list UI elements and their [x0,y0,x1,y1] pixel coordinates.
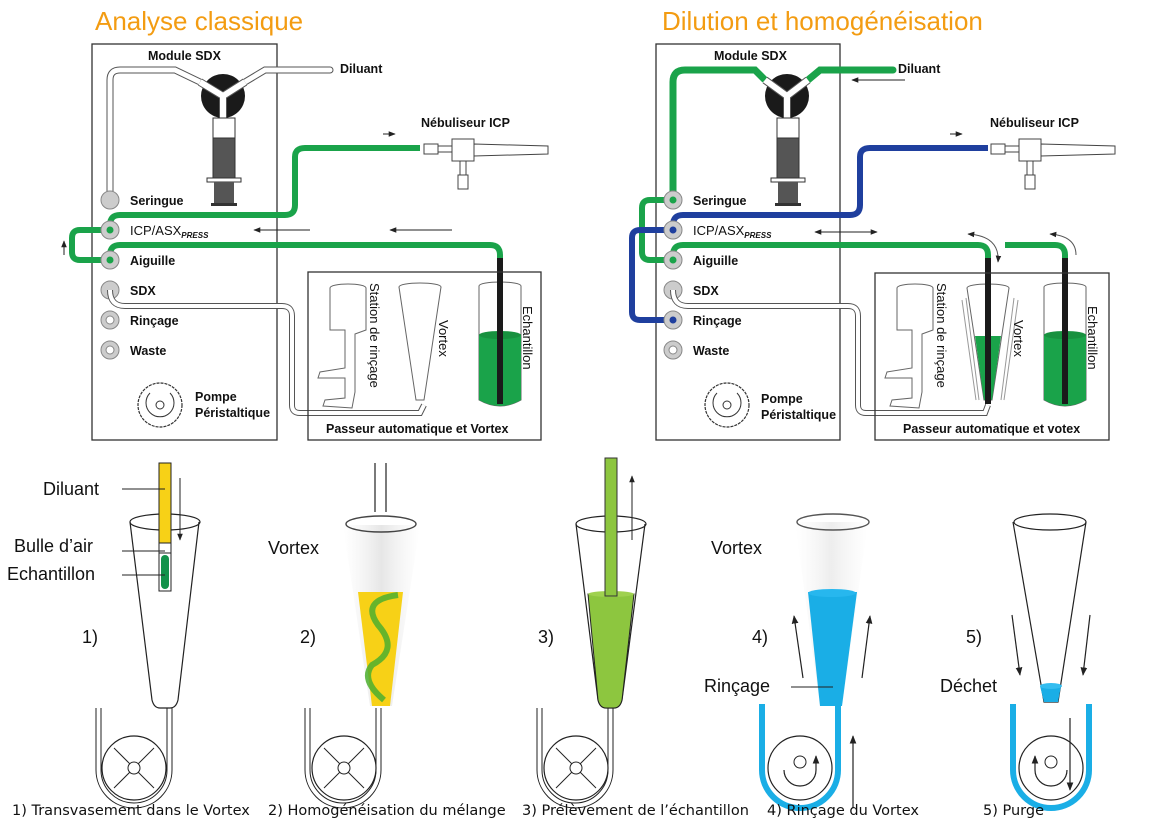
pump-wheel-icon [95,708,173,809]
panel-title: Dilution et homogénéisation [662,6,983,36]
svg-text:Seringue: Seringue [130,194,184,208]
sample-label: Echantillon [1085,306,1100,370]
vortex-label: Vortex [1011,320,1026,357]
caption-step-3: 3) Prélèvement de l’échantillon [522,803,749,819]
caption-step-5: 5) Purge [983,803,1044,819]
nebulizer-label: Nébuliseur ICP [990,116,1079,130]
step-number: 5) [966,627,982,647]
autosampler-label: Passeur automatique et Vortex [326,422,509,436]
nebulizer-icon [423,138,549,190]
step-number: 3) [538,627,554,647]
three-way-valve-icon [197,74,248,118]
step-4: Vortex 4) Rinçage [704,513,873,811]
vortex-annotation: Vortex [268,538,319,558]
rinse-station-label: Station de rinçage [367,283,382,388]
svg-text:SDX: SDX [130,284,156,298]
three-way-valve-icon [762,74,811,118]
pump-wheel-icon [536,708,614,809]
sample-annotation: Echantillon [7,564,95,584]
diluant-annotation: Diluant [43,479,99,499]
step-1: Diluant Bulle d’air Echantillon 1) [7,462,201,809]
air-bubble-annotation: Bulle d’air [14,536,93,556]
rinse-station-icon [317,283,367,409]
autosampler-box [874,272,1110,441]
vortex-cone-icon [398,282,442,401]
port-list: Seringue ICP/ASXPRESS Aiguille SDX Rinça… [100,190,209,360]
step-5: 5) Déchet [940,513,1092,811]
module-label: Module SDX [714,49,788,63]
pump-label: Pompe [195,390,237,404]
step-3: 3) [536,457,647,809]
svg-text:Waste: Waste [130,344,166,358]
step-number: 4) [752,627,768,647]
port-list: Seringue ICP/ASXPRESS Aiguille SDX Rinça… [663,190,772,360]
port-rincage: Rinçage [100,310,179,330]
panel-dilution: Dilution et homogénéisation Module SDX D… [629,6,1116,441]
waste-annotation: Déchet [940,676,997,696]
pump-wheel-icon [304,708,382,809]
svg-text:ICP/ASXPRESS: ICP/ASXPRESS [693,223,772,240]
svg-text:Rinçage: Rinçage [130,314,179,328]
autosampler-box [307,271,542,441]
panel-analyse-classique: Analyse classique Module SDX Diluant [61,6,549,441]
svg-text:ICP/ASXPRESS: ICP/ASXPRESS [130,223,209,240]
caption-step-2: 2) Homogénéisation du mélange [268,803,506,819]
diluant-label: Diluant [340,62,383,76]
step-number: 1) [82,627,98,647]
svg-text:Seringue: Seringue [693,194,747,208]
svg-text:Waste: Waste [693,344,729,358]
svg-text:SDX: SDX [693,284,719,298]
svg-text:Aiguille: Aiguille [693,254,738,268]
sample-tube-icon [1043,280,1087,407]
vortex-annotation: Vortex [711,538,762,558]
peristaltic-pump-icon [137,382,183,428]
syringe-icon [770,117,806,206]
caption-step-4: 4) Rinçage du Vortex [767,803,919,819]
svg-text:Aiguille: Aiguille [130,254,175,268]
port-icp-asx: ICP/ASXPRESS [100,220,209,240]
panel-title: Analyse classique [95,6,303,36]
port-seringue: Seringue [663,190,747,210]
module-label: Module SDX [148,49,222,63]
autosampler-label: Passeur automatique et votex [903,422,1080,436]
port-aiguille: Aiguille [663,250,738,270]
sample-label: Echantillon [520,306,535,370]
step-captions: 1) Transvasement dans le Vortex 2) Homog… [12,803,1044,819]
diluant-label: Diluant [898,62,941,76]
pump-label-2: Péristaltique [761,408,836,422]
pump-wheel-icon [1010,704,1092,811]
port-aiguille: Aiguille [100,250,175,270]
sample-tube-icon [478,280,522,407]
port-waste: Waste [100,340,166,360]
pump-wheel-icon [759,704,841,811]
port-seringue: Seringue [100,190,184,210]
rinse-station-label: Station de rinçage [934,283,949,388]
step-number: 2) [300,627,316,647]
rinse-annotation: Rinçage [704,676,770,696]
port-sdx: SDX [100,280,156,300]
nebulizer-icon [990,138,1116,190]
vortex-label: Vortex [436,320,451,357]
rinse-station-icon [884,283,934,409]
pump-label: Pompe [761,392,803,406]
peristaltic-pump-icon [704,382,750,428]
syringe-icon [206,117,242,206]
port-waste: Waste [663,340,729,360]
nebulizer-label: Nébuliseur ICP [421,116,510,130]
step-2: Vortex 2) [268,463,420,809]
caption-step-1: 1) Transvasement dans le Vortex [12,803,250,819]
port-rincage: Rinçage [663,310,742,330]
pump-label-2: Péristaltique [195,406,270,420]
vortex-cone-icon [961,280,1019,404]
port-icp-asx: ICP/ASXPRESS [663,220,772,240]
svg-text:Rinçage: Rinçage [693,314,742,328]
